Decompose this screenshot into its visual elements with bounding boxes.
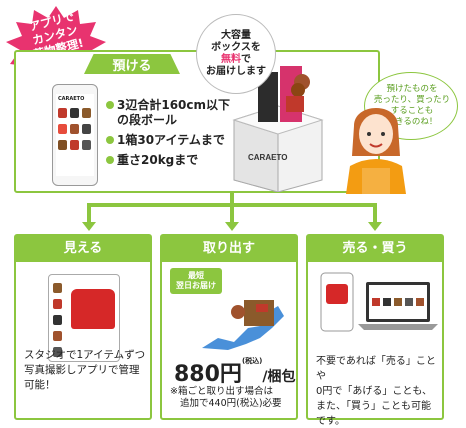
next-day-tag: 最短 翌日お届け	[170, 268, 222, 294]
arrow-left-icon	[82, 222, 96, 231]
box-logo: CARAETO	[248, 153, 287, 162]
panel-sell-buy-title: 売る・買う	[308, 236, 442, 262]
connector-left	[87, 203, 91, 223]
retrieve-note: ※箱ごと取り出す場合は 追加で440円(税込)必要	[170, 386, 282, 409]
panel-sell-buy-text: 不要であれば「売る」ことや 0円で「あげる」ことも、 また、「買う」ことも可能 …	[316, 356, 436, 427]
storage-box-illustration: CARAETO	[232, 66, 324, 192]
panel-view-text: スタジオで1アイテムずつ 写真撮影しアプリで管理 可能！	[24, 349, 146, 391]
free-box-text: 大容量 ボックスを 無料で お届けします	[206, 30, 266, 77]
panel-retrieve: 取り出す 最短 翌日お届け 880円(税込)/梱包 ※箱ごと取り出す場合は 追加…	[160, 234, 298, 420]
panel-view-title: 見える	[16, 236, 150, 262]
arrow-right-icon	[368, 222, 382, 231]
tablet-mockup	[48, 274, 120, 362]
laptop-mockup	[358, 282, 438, 330]
panel-view: 見える スタジオで1アイテムずつ 写真撮影しアプリで管理 可能！	[14, 234, 152, 420]
spec-size-cont: の段ボール	[117, 113, 178, 127]
deposit-tab	[84, 54, 180, 74]
spec-weight: 重さ20kgまで	[106, 153, 198, 168]
panel-sell-buy: 売る・買う 不要であれば「売る」ことや 0円で「あげる」ことも、 また、「買う」…	[306, 234, 444, 427]
speech-text: 預けたものを 売ったり、買ったり することも できるのね！	[373, 84, 451, 127]
arrow-center-icon	[225, 222, 239, 231]
connector-center	[230, 203, 234, 223]
price: 880円(税込)/梱包	[174, 357, 296, 387]
panel-retrieve-title: 取り出す	[162, 236, 296, 262]
connector-stem	[230, 193, 234, 205]
spec-size: 3辺合計160cm以下	[106, 98, 230, 113]
phone-small	[320, 272, 354, 332]
bag-image	[71, 289, 115, 329]
woman-illustration	[346, 108, 406, 194]
free-box-bubble	[196, 14, 276, 94]
spec-items: 1箱30アイテムまで	[106, 133, 225, 148]
deposit-title: 預ける	[112, 59, 152, 74]
phone-mockup: CARAETO	[52, 84, 98, 186]
japan-map-illustration	[202, 300, 284, 350]
phone-logo: CARAETO	[58, 96, 85, 102]
connector-right	[373, 203, 377, 223]
